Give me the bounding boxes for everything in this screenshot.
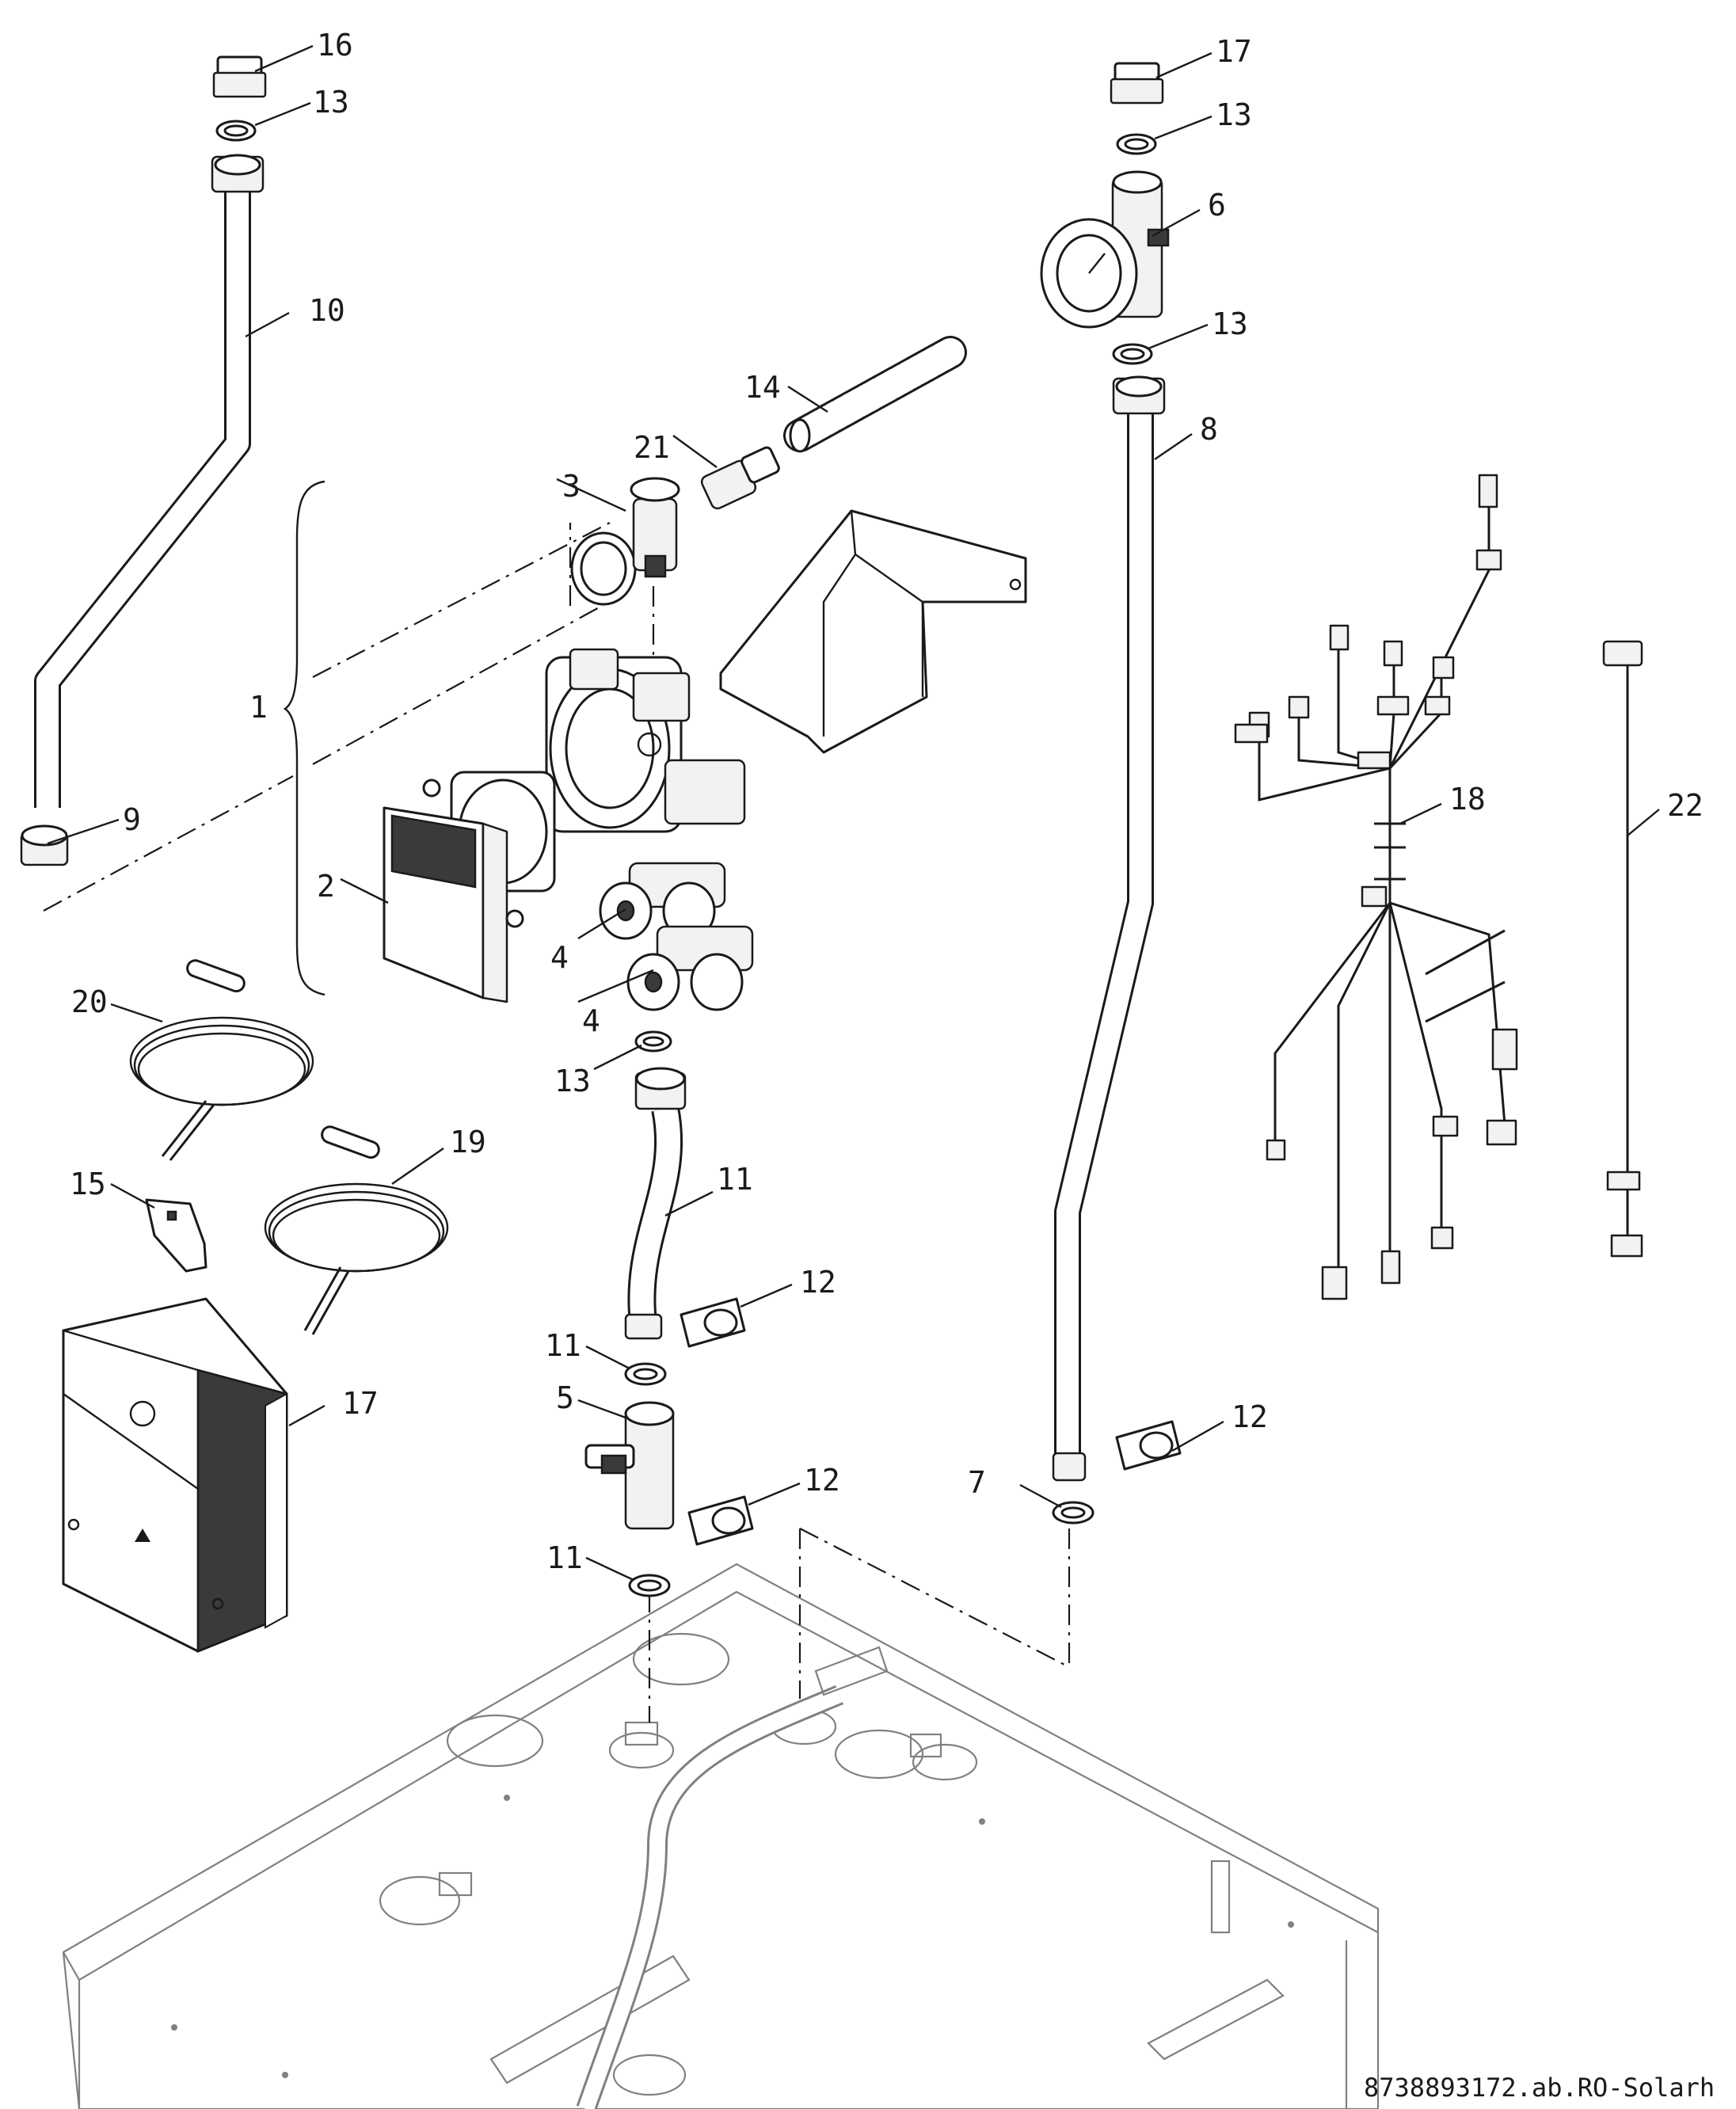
- part-13-right-gasket-bottom: [1112, 343, 1153, 365]
- part-1-pump-housing: [545, 648, 746, 833]
- label-13-right-top: 13: [1216, 97, 1252, 132]
- label-20: 15: [70, 1167, 106, 1201]
- part-12-clip-2: [687, 1495, 754, 1546]
- label-1: 1: [249, 690, 268, 725]
- label-22: 22: [1667, 788, 1704, 823]
- part-15-controller: [62, 1297, 288, 1653]
- label-11-3: 7: [968, 1465, 986, 1500]
- part-5-tee-valve: [584, 1401, 675, 1530]
- part-12-clip-3: [1115, 1420, 1182, 1471]
- part-17-right-fitting: [1110, 62, 1164, 105]
- part-3-safety-valve: [570, 477, 680, 606]
- label-17-right: 17: [1216, 34, 1252, 69]
- label-4-lower: 4: [582, 1003, 600, 1038]
- assembly-lines: [43, 522, 1071, 1723]
- label-7: 9: [123, 802, 141, 837]
- part-9-flex-hose: [624, 1067, 687, 1340]
- label-14: 14: [744, 370, 781, 405]
- part-17-left-fitting: [212, 55, 267, 98]
- label-13-right-bottom: 13: [1212, 306, 1248, 341]
- part-11-gasket-3: [1052, 1501, 1095, 1525]
- part-4-ball-valve-lower: [626, 925, 754, 1011]
- label-13-left: 13: [313, 85, 349, 120]
- leader-lines: [47, 44, 1660, 1582]
- label-13-middle: 13: [554, 1064, 591, 1098]
- part-19-sensor: [129, 959, 314, 1161]
- part-labels: 16 13 10 9 1 2 3 4 4 21 14 13 11 12 11 5…: [70, 28, 1715, 2103]
- part-16-wiring-harness: [1234, 474, 1518, 1300]
- label-11-2: 11: [546, 1540, 583, 1575]
- part-cover-bracket: [719, 509, 1027, 754]
- label-19: 20: [71, 984, 108, 1019]
- label-9: 11: [717, 1162, 753, 1197]
- part-12-clip-1: [680, 1297, 746, 1348]
- part-8-pipe: [34, 154, 265, 808]
- label-10: 8: [1200, 412, 1218, 447]
- label-8: 10: [309, 293, 345, 328]
- part-13-left-gasket: [215, 120, 257, 142]
- part-18-sensor: [264, 1125, 449, 1335]
- part-7-nut: [20, 824, 69, 866]
- part-13-middle-gasket: [634, 1030, 672, 1053]
- drawing-code: 8738893172.ab.RO-Solarh: [1364, 2073, 1715, 2103]
- part-11-gasket-2: [628, 1574, 671, 1597]
- base-unit: [62, 1563, 1380, 2109]
- label-6: 6: [1208, 188, 1226, 223]
- part-21-adapter: [700, 446, 780, 510]
- part-20-clip: [145, 1198, 207, 1273]
- label-4-upper: 4: [550, 940, 569, 975]
- label-17-left: 16: [317, 28, 353, 63]
- label-16: 18: [1449, 782, 1486, 817]
- label-5: 5: [556, 1380, 574, 1415]
- part-2-pump-motor: [383, 771, 556, 1003]
- part-6-valve-with-gauge: [1040, 170, 1170, 329]
- part-14-corrugated-hose: [783, 336, 967, 453]
- label-12-2: 12: [804, 1463, 840, 1498]
- label-15: 17: [342, 1386, 379, 1421]
- label-18: 19: [450, 1125, 486, 1159]
- part-13-right-gasket-top: [1116, 133, 1157, 155]
- label-12-3: 12: [1232, 1399, 1268, 1434]
- label-21: 21: [634, 430, 670, 465]
- part-22-sensor-cable: [1602, 640, 1643, 1258]
- label-11-1: 11: [545, 1328, 581, 1363]
- part-4-ball-valve-upper: [599, 862, 726, 940]
- part-10-pipe: [1052, 375, 1166, 1482]
- label-12-1: 12: [800, 1265, 836, 1300]
- label-2: 2: [317, 869, 335, 904]
- part-11-gasket-1: [624, 1362, 667, 1386]
- bracket-item-1: [283, 480, 326, 996]
- label-3: 3: [562, 469, 581, 504]
